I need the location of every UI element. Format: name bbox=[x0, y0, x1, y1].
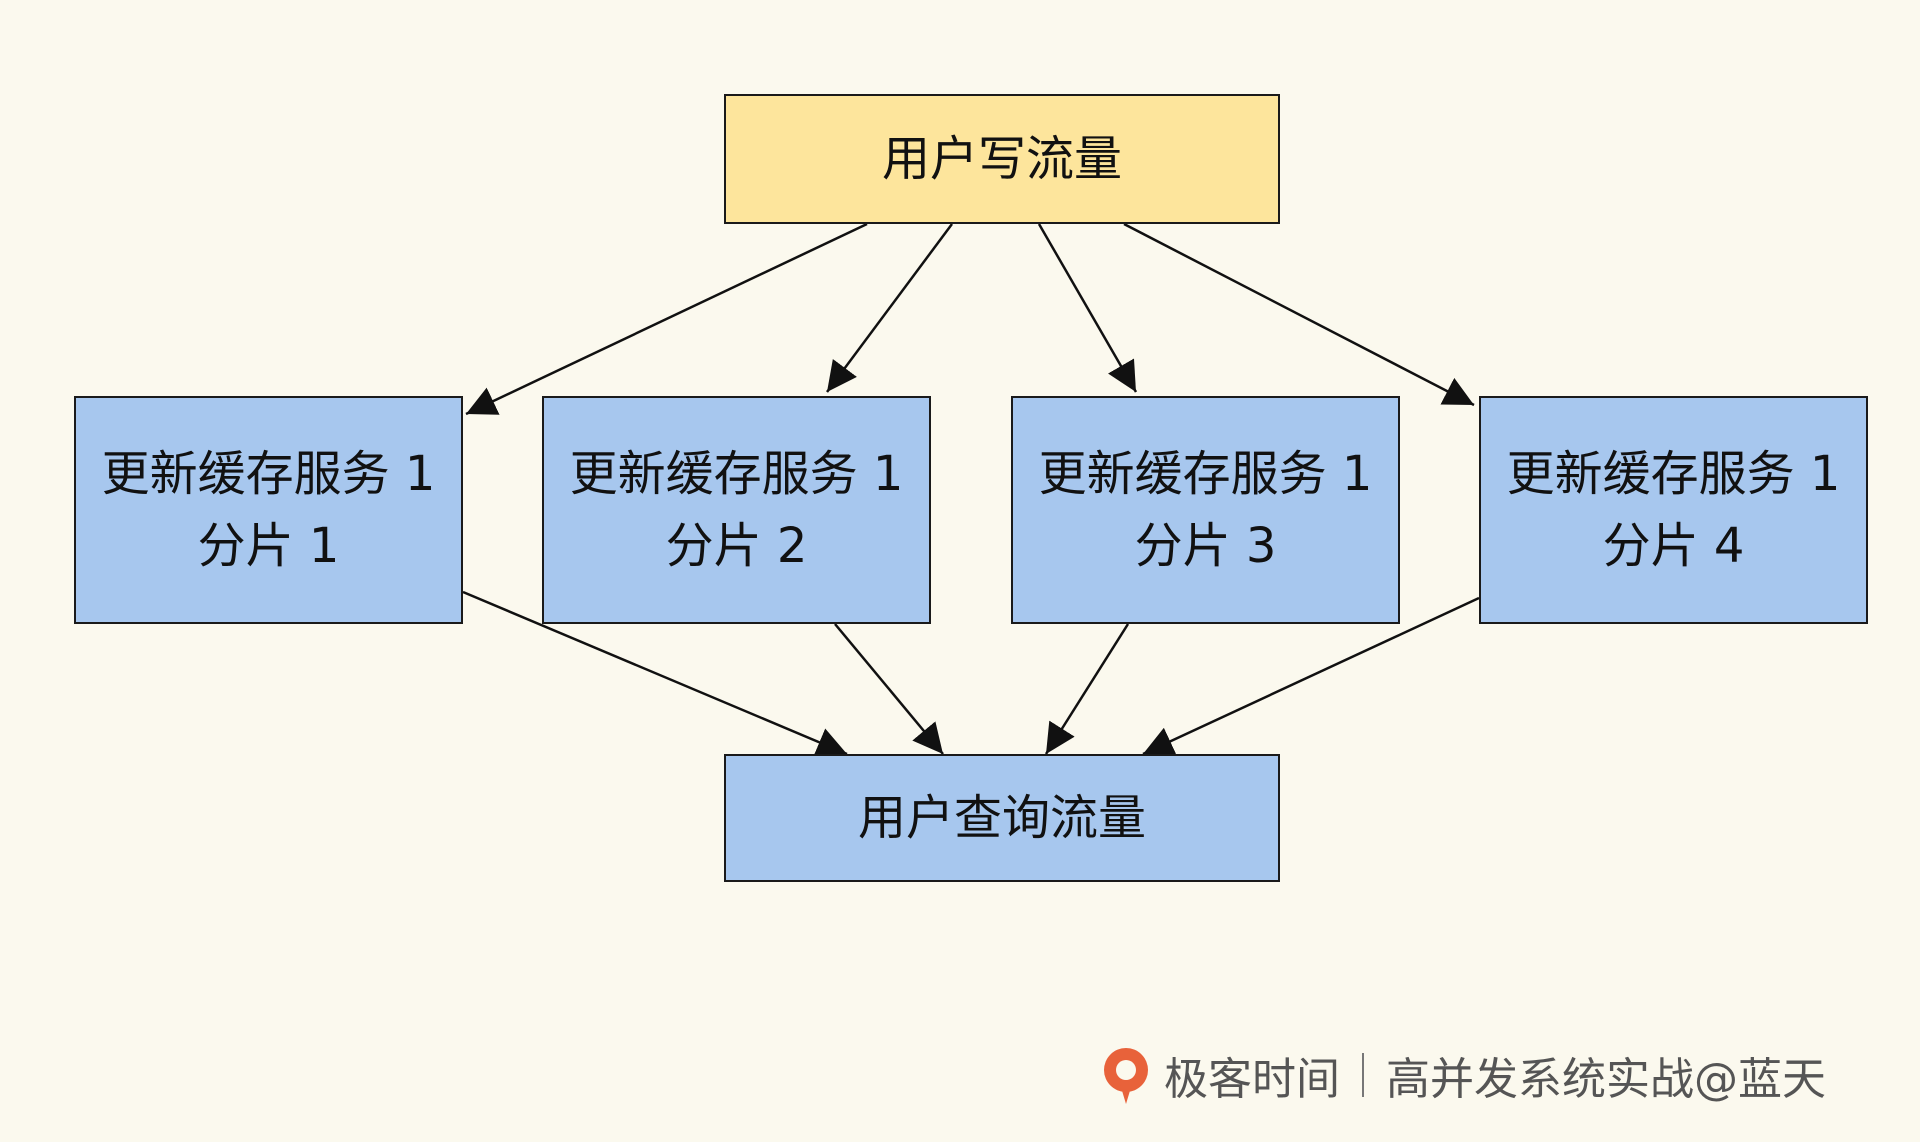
write-traffic-label: 用户写流量 bbox=[881, 131, 1122, 187]
query-traffic-node: 用户查询流量 bbox=[724, 754, 1280, 882]
arrow-shard-1-to-query bbox=[462, 590, 848, 757]
arrow-write-to-shard-2 bbox=[825, 223, 954, 393]
shard-1-service-label: 更新缓存服务 1 bbox=[101, 446, 436, 502]
shard-3-shard-label: 分片 3 bbox=[1134, 518, 1277, 574]
watermark-brand: 极客时间 bbox=[1164, 1054, 1340, 1105]
arrow-shard-3-to-query bbox=[1044, 623, 1130, 755]
shard-node-1: 更新缓存服务 1 分片 1 bbox=[74, 396, 463, 624]
shard-node-2: 更新缓存服务 1 分片 2 bbox=[542, 396, 931, 624]
shard-2-service-label: 更新缓存服务 1 bbox=[569, 446, 904, 502]
shard-4-shard-label: 分片 4 bbox=[1602, 518, 1745, 574]
shard-node-3: 更新缓存服务 1 分片 3 bbox=[1011, 396, 1400, 624]
arrow-shard-2-to-query bbox=[834, 623, 944, 755]
geektime-logo-icon bbox=[1104, 1048, 1148, 1104]
shard-1-shard-label: 分片 1 bbox=[197, 518, 340, 574]
shard-2-shard-label: 分片 2 bbox=[665, 518, 808, 574]
arrow-write-to-shard-4 bbox=[1123, 222, 1475, 407]
query-traffic-label: 用户查询流量 bbox=[857, 790, 1146, 846]
watermark: 极客时间 高并发系统实战@蓝天 bbox=[1098, 1040, 1826, 1110]
shard-3-service-label: 更新缓存服务 1 bbox=[1038, 446, 1373, 502]
write-traffic-node: 用户写流量 bbox=[724, 94, 1280, 224]
arrow-shard-4-to-query bbox=[1142, 596, 1480, 756]
watermark-divider bbox=[1362, 1053, 1364, 1097]
watermark-text: 高并发系统实战@蓝天 bbox=[1386, 1054, 1826, 1105]
arrow-write-to-shard-3 bbox=[1037, 223, 1138, 393]
arrow-write-to-shard-1 bbox=[465, 222, 868, 416]
shard-node-4: 更新缓存服务 1 分片 4 bbox=[1479, 396, 1868, 624]
shard-4-service-label: 更新缓存服务 1 bbox=[1506, 446, 1841, 502]
